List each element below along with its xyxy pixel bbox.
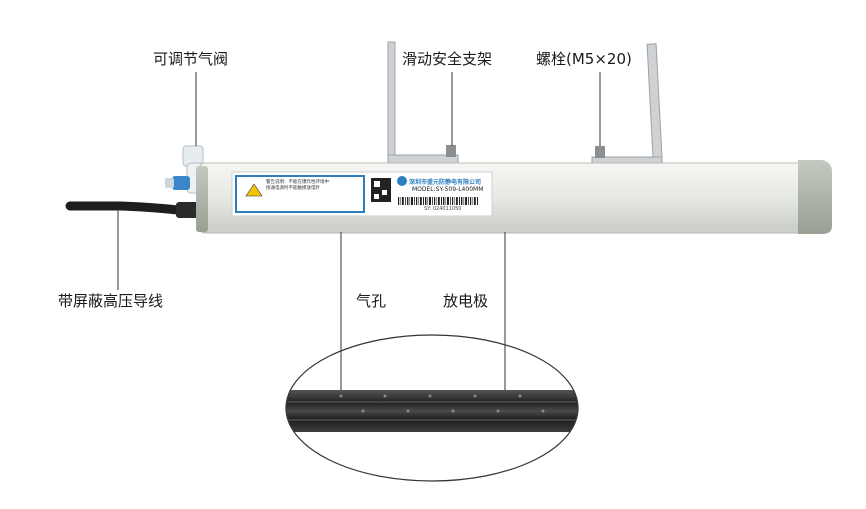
shielded-cable xyxy=(65,201,183,215)
electrode-closeup xyxy=(286,390,578,432)
label-air-hole: 气孔 xyxy=(356,292,387,310)
model-number: MODEL:SY-509-L400MM xyxy=(412,186,484,193)
right-end-cap xyxy=(798,160,832,234)
warning-triangle-icon xyxy=(245,183,263,197)
label-cable: 带屏蔽高压导线 xyxy=(58,292,164,310)
label-valve: 可调节气阀 xyxy=(153,50,229,68)
closeup-oval xyxy=(285,334,579,482)
left-end-cap xyxy=(196,166,208,232)
label-bolt: 螺栓(M5×20) xyxy=(536,50,632,68)
brand-logo xyxy=(397,176,407,186)
cable-connector xyxy=(176,202,198,218)
company-name: 深圳市盛元防静电有限公司 xyxy=(409,179,482,186)
label-electrode: 放电极 xyxy=(443,292,489,310)
warning-text-2: 接通电源时不能触摸放电针 xyxy=(266,186,320,191)
serial-number: SY: 024011050 xyxy=(424,206,462,212)
label-bracket: 滑动安全支架 xyxy=(402,50,493,68)
right-bracket xyxy=(591,43,663,167)
warning-text-1: 警告说明：不能在爆炸性环境中 xyxy=(266,180,329,185)
barcode xyxy=(398,197,478,205)
